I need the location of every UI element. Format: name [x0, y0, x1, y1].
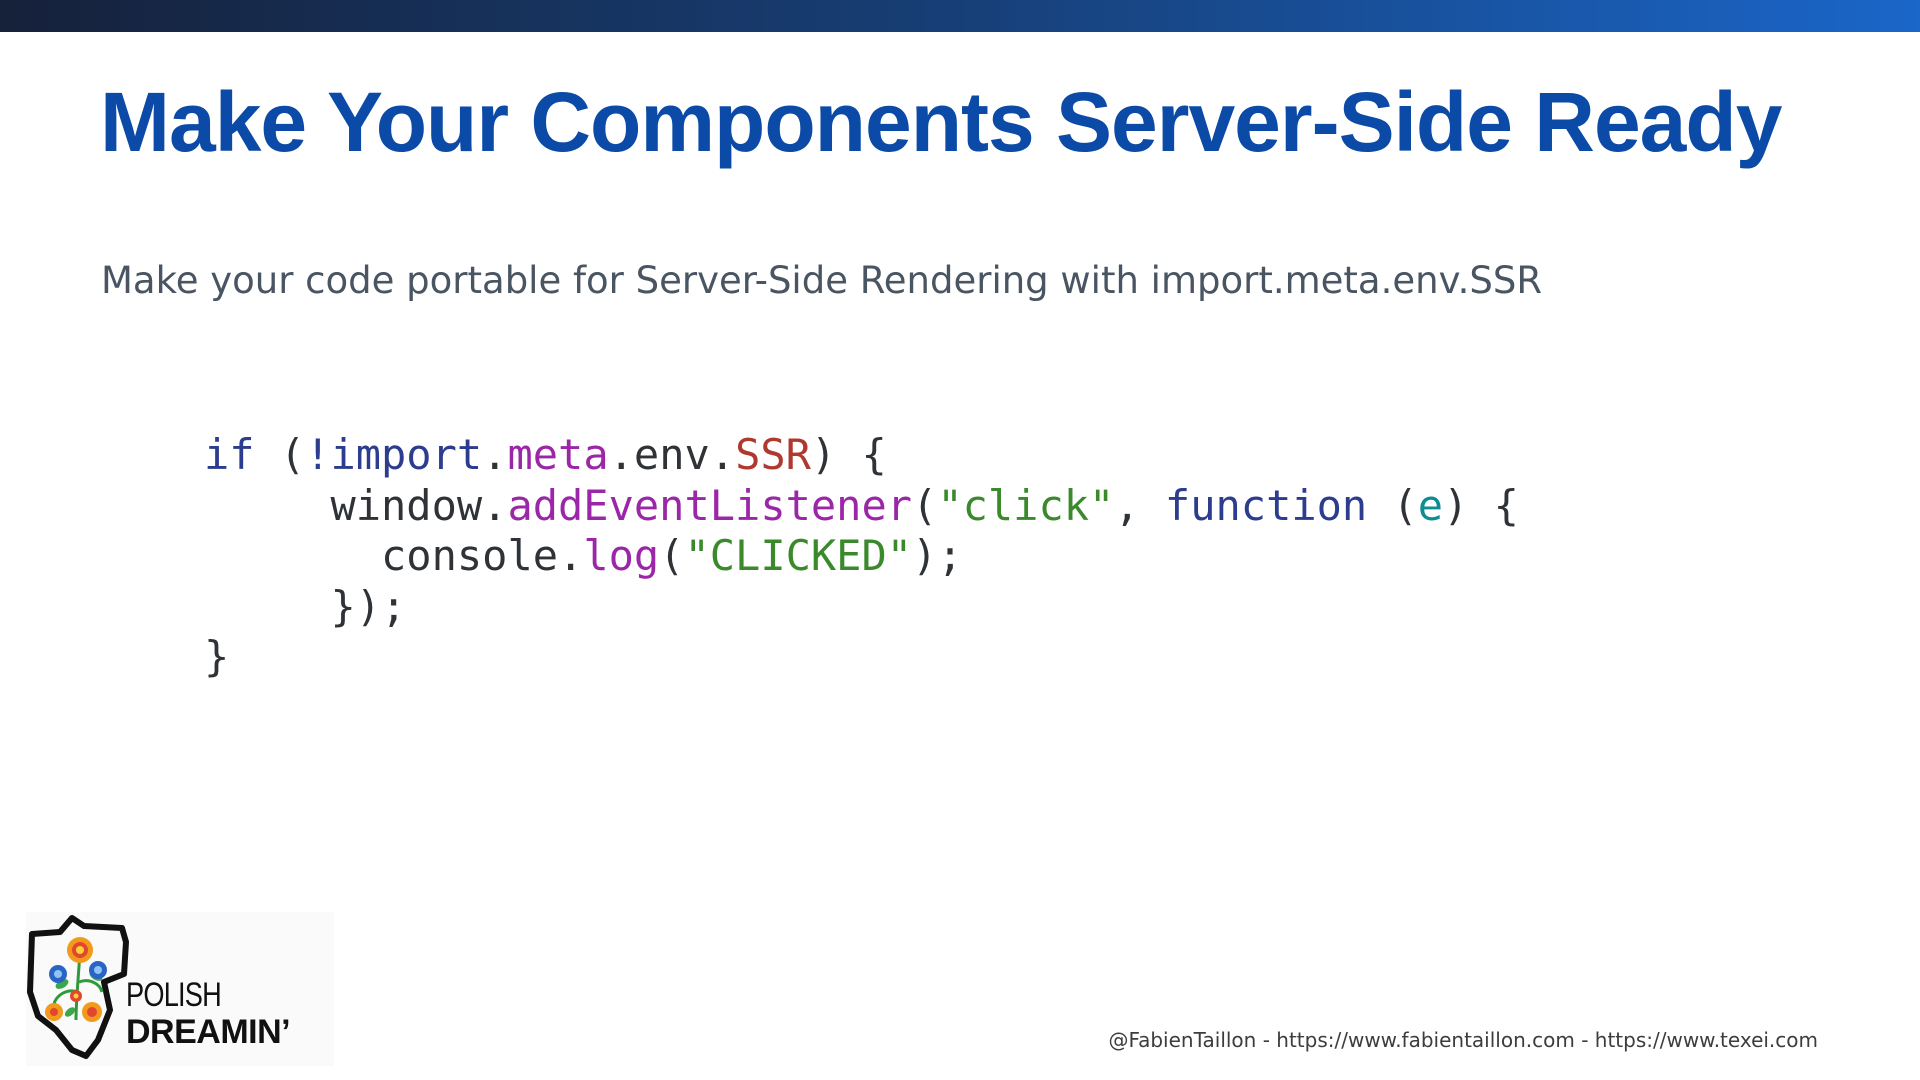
code-token: window.	[330, 480, 508, 530]
code-token: (	[254, 430, 306, 479]
code-line: console.log("CLICKED");	[204, 531, 1519, 582]
code-indent	[204, 582, 330, 631]
code-token: !import	[305, 430, 483, 479]
code-token: (	[912, 480, 938, 530]
code-block: if (!import.meta.env.SSR) { window.addEv…	[204, 430, 1519, 683]
code-token: "click"	[937, 480, 1115, 530]
code-token: (	[1367, 480, 1418, 530]
code-line: if (!import.meta.env.SSR) {	[204, 430, 1519, 481]
code-token: function	[1164, 480, 1368, 530]
top-accent-bar	[0, 0, 1920, 32]
code-indent	[204, 481, 330, 530]
code-token: .	[482, 430, 508, 479]
code-token: ,	[1114, 480, 1165, 530]
footer-credits: @FabienTaillon - https://www.fabientaill…	[1108, 1028, 1818, 1052]
code-token: if	[204, 430, 255, 479]
code-line: });	[204, 582, 1519, 633]
code-token: addEventListener	[507, 480, 913, 530]
slide-title: Make Your Components Server-Side Ready	[100, 75, 1782, 169]
slide-subtitle: Make your code portable for Server-Side …	[101, 259, 1543, 302]
code-token: });	[330, 581, 407, 631]
code-token: );	[912, 531, 963, 580]
code-token: console.	[381, 531, 584, 580]
logo-text-dreamin: DREAMIN’	[126, 1013, 291, 1051]
code-token: ) {	[810, 430, 887, 479]
code-token: }	[204, 632, 230, 681]
poland-map-flower-icon	[27, 915, 129, 1059]
code-token: meta	[507, 430, 609, 479]
code-token: e	[1417, 480, 1444, 530]
code-token: (	[659, 531, 685, 580]
code-line: window.addEventListener("click", functio…	[204, 481, 1519, 532]
code-token: SSR	[735, 430, 811, 479]
code-token: .env.	[608, 430, 736, 479]
code-token: ) {	[1443, 480, 1519, 530]
code-line: }	[204, 632, 1519, 683]
polish-dreamin-logo: POLISH DREAMIN’	[26, 912, 334, 1066]
code-indent	[204, 531, 381, 580]
logo-text-polish: POLISH	[126, 976, 222, 1014]
code-token: log	[583, 531, 660, 580]
code-token: "CLICKED"	[684, 531, 913, 580]
